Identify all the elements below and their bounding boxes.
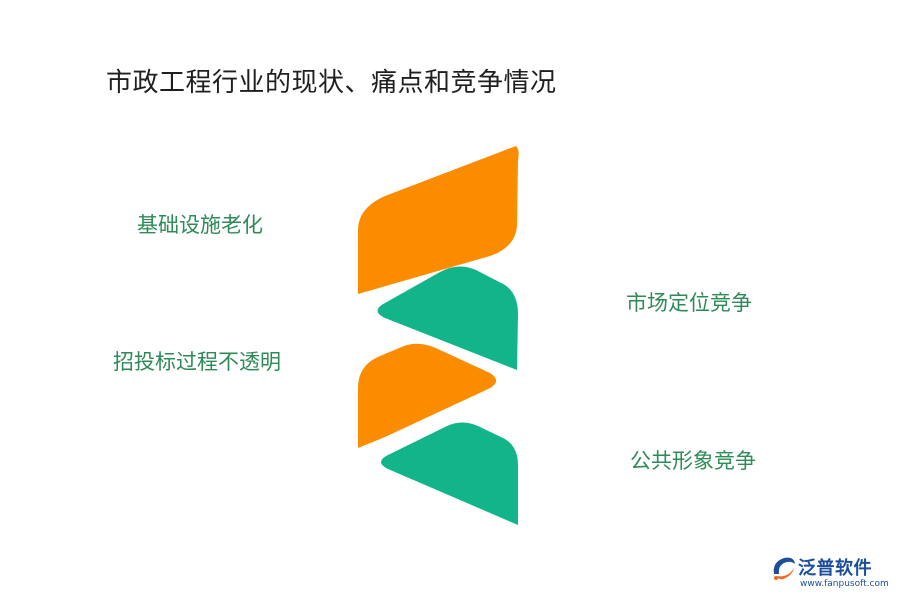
orange-segment-1 [358,146,519,294]
green-segment-1 [377,266,518,370]
brand-url: www.fanpusoft.com [800,579,889,589]
orange-segment-2 [358,343,497,448]
label-infrastructure-aging: 基础设施老化 [137,213,263,237]
green-segment-2 [381,422,518,525]
label-public-image: 公共形象竞争 [630,449,756,473]
brand-logo: 泛普软件 www.fanpusoft.com [768,552,893,596]
brand-name: 泛普软件 [798,558,872,579]
fanpu-logo-icon [773,557,795,580]
label-market-positioning: 市场定位竞争 [626,291,752,315]
label-bidding-opacity: 招投标过程不透明 [113,350,281,374]
page-title: 市政工程行业的现状、痛点和竞争情况 [106,68,557,98]
